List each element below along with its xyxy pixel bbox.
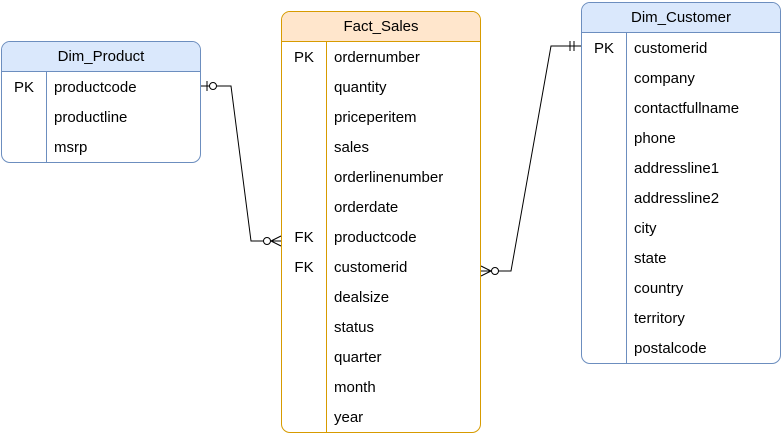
attribute-row[interactable]: PK productcode	[2, 72, 200, 102]
key-label: PK	[593, 39, 614, 57]
attribute-row[interactable]: phone	[582, 123, 780, 153]
attribute-row[interactable]: month	[282, 372, 480, 402]
crowfoot-mark	[480, 270, 492, 277]
entity-dim-customer[interactable]: Dim_Customer PK customerid company contac…	[581, 2, 781, 364]
field-name: quantity	[334, 78, 387, 96]
attribute-row[interactable]: quantity	[282, 72, 480, 102]
field-name: ordernumber	[334, 48, 420, 66]
field-name: month	[334, 378, 376, 396]
attribute-row[interactable]: city	[582, 213, 780, 243]
attribute-row[interactable]: quarter	[282, 342, 480, 372]
field-name: country	[634, 279, 684, 297]
field-name: customerid	[334, 258, 408, 276]
entity-title: Dim_Product	[2, 42, 200, 72]
attribute-row[interactable]: status	[282, 312, 480, 342]
key-label: FK	[294, 258, 314, 276]
attribute-row[interactable]: PK customerid	[582, 33, 780, 63]
column-divider	[326, 42, 327, 432]
attribute-row[interactable]: PK ordernumber	[282, 42, 480, 72]
entity-rows: PK ordernumber quantity priceperitem sale…	[282, 42, 480, 432]
attribute-row[interactable]: company	[582, 63, 780, 93]
attribute-row[interactable]: FK productcode	[282, 222, 480, 252]
field-name: quarter	[334, 348, 382, 366]
field-name: orderdate	[334, 198, 399, 216]
attribute-row[interactable]: orderlinenumber	[282, 162, 480, 192]
field-name: orderlinenumber	[334, 168, 444, 186]
key-label: PK	[293, 48, 314, 66]
field-name: city	[634, 219, 657, 237]
entity-rows: PK customerid company contactfullname pho…	[582, 33, 780, 363]
key-label: PK	[13, 78, 34, 96]
attribute-row[interactable]: territory	[582, 303, 780, 333]
entity-rows: PK productcode productline msrp	[2, 72, 200, 162]
field-name: priceperitem	[334, 108, 417, 126]
field-name: territory	[634, 309, 685, 327]
zero-circle-mark	[263, 237, 271, 245]
attribute-row[interactable]: dealsize	[282, 282, 480, 312]
field-name: company	[634, 69, 695, 87]
attribute-row[interactable]: addressline2	[582, 183, 780, 213]
attribute-row[interactable]: postalcode	[582, 333, 780, 363]
crowfoot-mark	[270, 240, 282, 247]
entity-title: Dim_Customer	[582, 3, 780, 33]
attribute-row[interactable]: productline	[2, 102, 200, 132]
attribute-row[interactable]: contactfullname	[582, 93, 780, 123]
crowfoot-mark	[270, 235, 282, 242]
field-name: addressline2	[634, 189, 720, 207]
field-name: status	[334, 318, 375, 336]
attribute-row[interactable]: sales	[282, 132, 480, 162]
field-name: dealsize	[334, 288, 390, 306]
field-name: postalcode	[634, 339, 707, 357]
attribute-row[interactable]: country	[582, 273, 780, 303]
field-name: sales	[334, 138, 370, 156]
zero-circle-mark	[209, 82, 217, 90]
field-name: productline	[54, 108, 128, 126]
key-label: FK	[294, 228, 314, 246]
field-name: contactfullname	[634, 99, 740, 117]
crowfoot-mark	[480, 265, 492, 272]
relationship-product-sales	[201, 81, 282, 247]
zero-circle-mark	[491, 267, 499, 275]
relationship-customer-sales	[480, 41, 581, 277]
field-name: state	[634, 249, 667, 267]
column-divider	[626, 33, 627, 363]
entity-fact-sales[interactable]: Fact_Sales PK ordernumber quantity pricep…	[281, 11, 481, 433]
attribute-row[interactable]: msrp	[2, 132, 200, 162]
attribute-row[interactable]: FK customerid	[282, 252, 480, 282]
attribute-row[interactable]: addressline1	[582, 153, 780, 183]
attribute-row[interactable]: orderdate	[282, 192, 480, 222]
field-name: customerid	[634, 39, 708, 57]
column-divider	[46, 72, 47, 162]
field-name: productcode	[334, 228, 417, 246]
entity-dim-product[interactable]: Dim_Product PK productcode productline m…	[1, 41, 201, 163]
attribute-row[interactable]: year	[282, 402, 480, 432]
field-name: productcode	[54, 78, 137, 96]
entity-title: Fact_Sales	[282, 12, 480, 42]
attribute-row[interactable]: state	[582, 243, 780, 273]
field-name: phone	[634, 129, 676, 147]
field-name: year	[334, 408, 364, 426]
field-name: msrp	[54, 138, 88, 156]
field-name: addressline1	[634, 159, 720, 177]
attribute-row[interactable]: priceperitem	[282, 102, 480, 132]
